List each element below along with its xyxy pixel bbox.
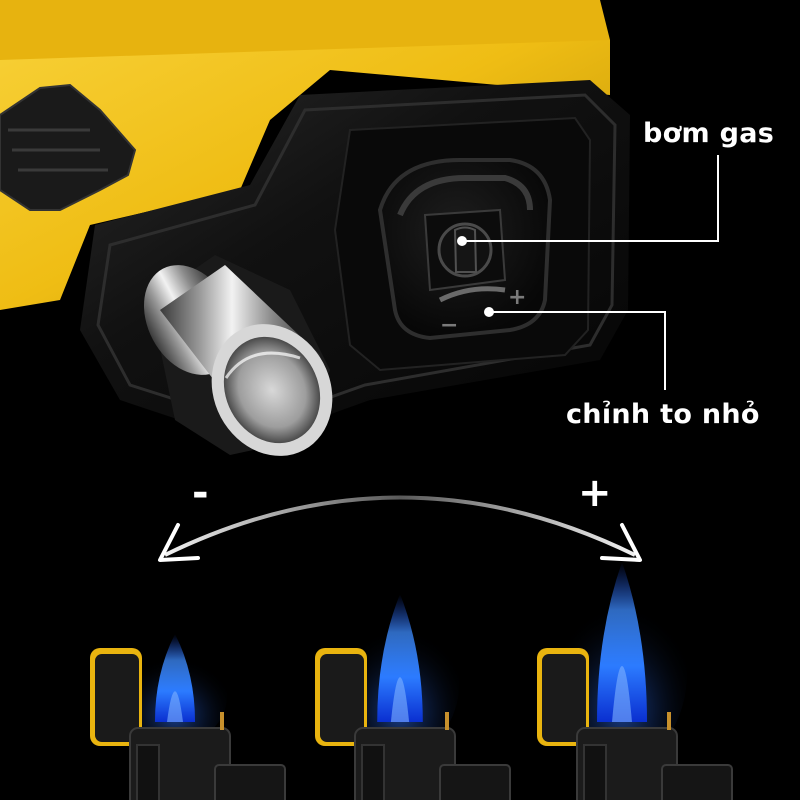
dial-plus-symbol: +: [508, 285, 526, 310]
decrease-symbol: -: [192, 470, 209, 516]
arrow-left-icon: [158, 523, 200, 562]
lighter-small: [90, 634, 286, 800]
gas-adjust-dial: [377, 158, 553, 341]
lighter-medium: [315, 594, 511, 800]
trigger-button: [0, 83, 137, 211]
flame-comparison: [90, 562, 733, 800]
adjust-direction-arc: [158, 495, 642, 562]
flame-small: [154, 634, 196, 722]
torch-nozzle: [143, 255, 333, 456]
flame-large: [597, 562, 647, 722]
flame-adjust-label: chỉnh to nhỏ: [566, 399, 760, 430]
callout-flame-adjust: [484, 307, 666, 390]
lighter-yellow-body: [0, 0, 610, 310]
increase-symbol: +: [578, 470, 612, 516]
flame-core: [166, 691, 184, 722]
arrow-right-icon: [600, 523, 642, 562]
flame-core: [612, 666, 632, 722]
gas-refill-label: bơm gas: [643, 118, 775, 149]
lighter-large: [537, 562, 733, 800]
callout-gas-refill: [457, 155, 719, 246]
dial-minus-symbol: −: [440, 313, 458, 338]
flame-medium: [377, 594, 423, 722]
flame-core: [390, 677, 410, 722]
